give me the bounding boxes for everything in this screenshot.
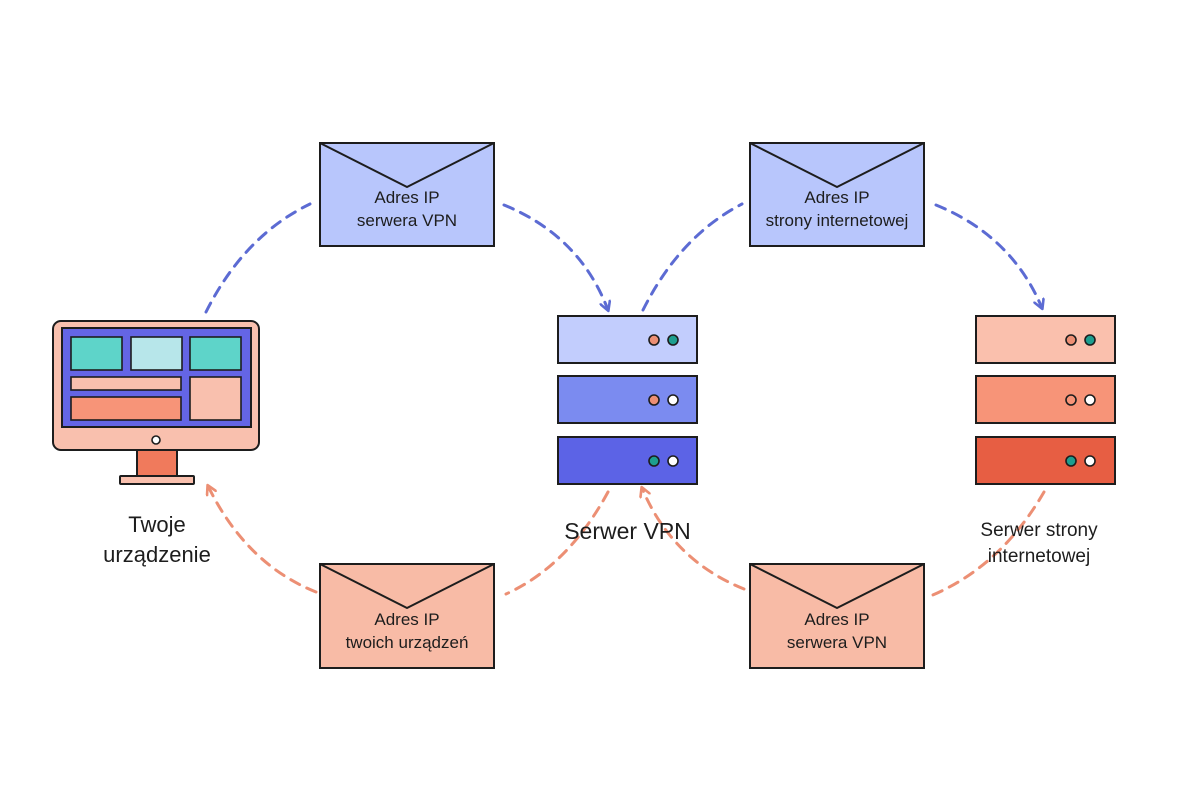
device-label: Twoje urządzenie [62, 510, 252, 570]
envelope-bottom-left [319, 563, 495, 669]
device-label-line1: Twoje [128, 512, 186, 537]
web-server-unit-bottom [975, 436, 1116, 485]
salmon-arrow-webserver-to-envelope [926, 490, 1046, 599]
web-server-unit-top [975, 315, 1116, 364]
web-server-stack-icon [975, 315, 1116, 485]
web-server-label-line1: Serwer strony [980, 520, 1098, 541]
envelope-bottom-left-text: Adres IP twoich urządzeń [320, 608, 494, 654]
envelope-bottom-left-line1: Adres IP [374, 610, 440, 629]
envelope-bottom-right-line1: Adres IP [804, 610, 870, 629]
vpn-server-unit-bottom [557, 436, 698, 485]
envelope-top-right-line2: strony internetowej [765, 211, 909, 230]
salmon-arrow-vpn-to-envelope [504, 490, 610, 596]
envelope-top-right-text: Adres IP strony internetowej [750, 186, 924, 232]
envelope-bottom-left-line2: twoich urządzeń [345, 633, 469, 652]
salmon-arrow-envelope-to-vpn [642, 488, 746, 591]
envelope-bottom-right-line2: serwera VPN [786, 633, 888, 652]
vpn-server-label: Serwer VPN [537, 516, 718, 546]
blue-arrow-envelope-to-vpn [502, 203, 608, 310]
envelope-bottom-right [749, 563, 925, 669]
blue-arrow-vpn-to-envelope [641, 202, 744, 312]
web-server-label-line2: internetowej [987, 546, 1091, 567]
blue-arrow-device-to-envelope [204, 202, 312, 314]
envelope-top-left-text: Adres IP serwera VPN [320, 186, 494, 232]
vpn-server-unit-top [557, 315, 698, 364]
desktop-monitor-icon [52, 320, 260, 485]
web-server-label: Serwer strony internetowej [950, 518, 1128, 570]
envelope-top-left [319, 142, 495, 247]
vpn-server-stack-icon [557, 315, 698, 485]
envelope-top-right [749, 142, 925, 247]
blue-arrow-envelope-to-webserver [934, 203, 1042, 308]
envelope-top-left-line2: serwera VPN [356, 211, 458, 230]
envelope-bottom-right-text: Adres IP serwera VPN [750, 608, 924, 654]
salmon-arrow-envelope-to-device [208, 486, 318, 594]
web-server-unit-middle [975, 375, 1116, 424]
envelope-top-left-line1: Adres IP [374, 188, 440, 207]
device-label-line2: urządzenie [103, 542, 211, 567]
vpn-server-label-text: Serwer VPN [564, 518, 691, 544]
vpn-server-unit-middle [557, 375, 698, 424]
envelope-top-right-line1: Adres IP [804, 188, 870, 207]
